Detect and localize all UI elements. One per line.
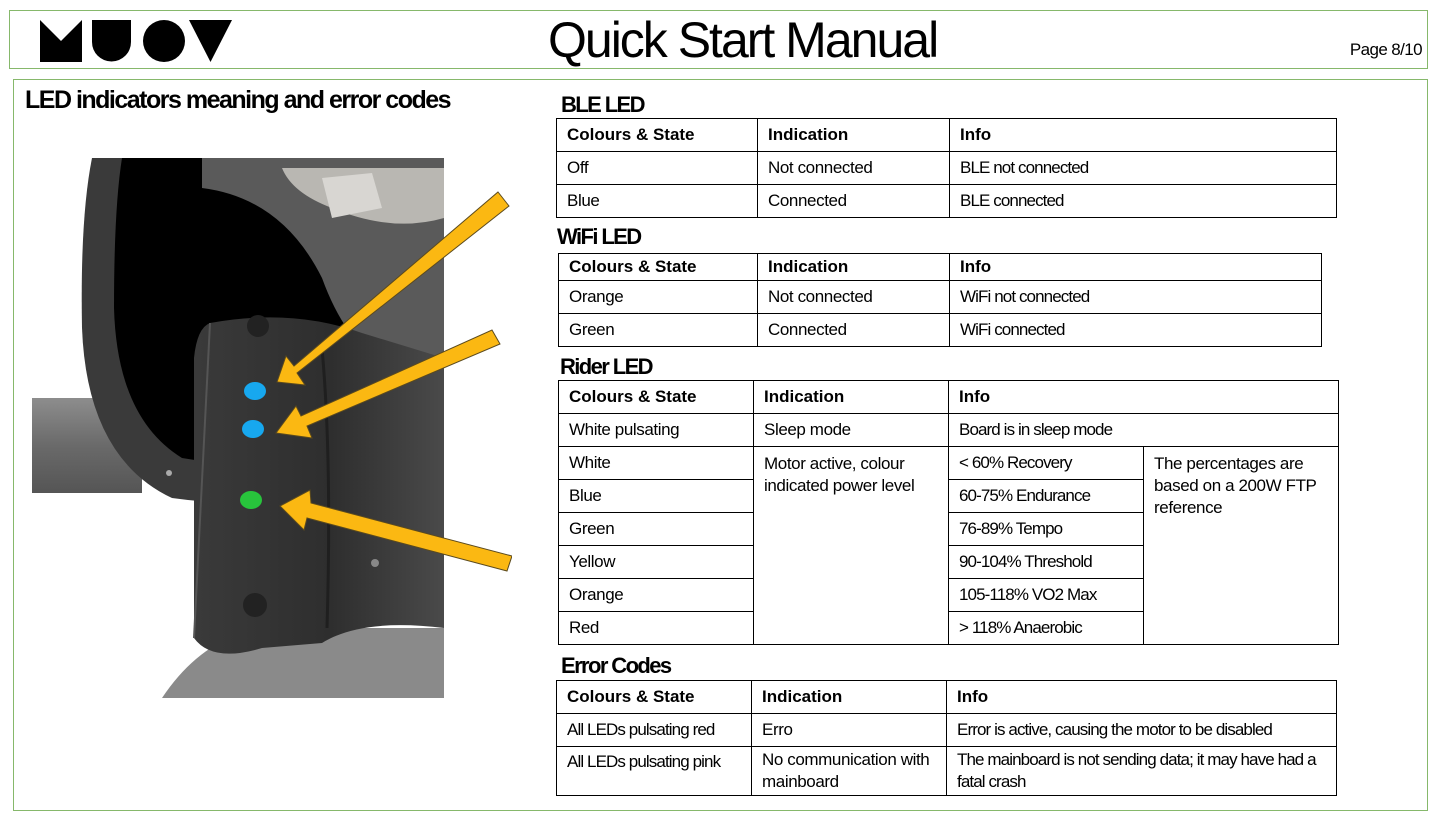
header-frame <box>9 10 1428 69</box>
column-header: Indication <box>757 253 950 281</box>
cell: Red <box>558 611 754 645</box>
wifi-heading: WiFi LED <box>557 224 642 249</box>
device-illustration <box>32 158 512 698</box>
cell: Not connected <box>757 151 950 185</box>
cell: > 118% Anaerobic <box>948 611 1144 645</box>
table-row: Blue Connected BLE connected <box>556 184 1337 218</box>
cell: Connected <box>757 184 950 218</box>
ble-heading: BLE LED <box>561 92 646 117</box>
content-frame <box>13 79 1428 811</box>
cell: Orange <box>558 578 754 612</box>
cell: White <box>558 446 754 480</box>
cell: WiFi not connected <box>949 280 1322 314</box>
cell: Not connected <box>757 280 950 314</box>
cell: WiFi connected <box>949 313 1322 347</box>
column-header: Indication <box>757 118 950 152</box>
column-header: Indication <box>751 680 947 714</box>
cell: Orange <box>558 280 758 314</box>
page-title: Quick Start Manual <box>548 12 939 68</box>
cell: Connected <box>757 313 950 347</box>
table-row: Red > 118% Anaerobic <box>558 611 1339 645</box>
cell: Off <box>556 151 758 185</box>
table-row: Yellow 90-104% Threshold <box>558 545 1339 579</box>
column-header: Info <box>946 680 1337 714</box>
column-header: Indication <box>753 380 949 414</box>
cell: Erro <box>751 713 947 747</box>
table-row: Green Connected WiFi connected <box>558 313 1322 347</box>
cell: All LEDs pulsating red <box>556 713 752 747</box>
column-header: Info <box>948 380 1339 414</box>
column-header: Info <box>949 118 1337 152</box>
cell: Green <box>558 512 754 546</box>
cell: Error is active, causing the motor to be… <box>946 713 1337 747</box>
section-title: LED indicators meaning and error codes <box>25 86 452 114</box>
cell: 76-89% Tempo <box>948 512 1144 546</box>
cell: All LEDs pulsating pink <box>556 746 752 796</box>
ble-table: Colours & State Indication Info Off Not … <box>556 118 1337 218</box>
table-row: Off Not connected BLE not connected <box>556 151 1337 185</box>
column-header: Colours & State <box>558 380 754 414</box>
power-indication-cell: Motor active, colour indicated power lev… <box>753 446 949 645</box>
brand-logo <box>40 20 232 62</box>
column-header: Colours & State <box>556 118 758 152</box>
wifi-table: Colours & State Indication Info Orange N… <box>558 253 1322 347</box>
rider-heading: Rider LED <box>560 354 654 379</box>
cell: BLE not connected <box>949 151 1337 185</box>
table-row: Blue 60-75% Endurance <box>558 479 1339 513</box>
cell: Sleep mode <box>753 413 949 447</box>
errors-table: Colours & State Indication Info All LEDs… <box>556 680 1337 796</box>
page-number: Page 8/10 <box>1349 40 1423 59</box>
cell: BLE connected <box>949 184 1337 218</box>
cell: Blue <box>558 479 754 513</box>
table-row: White Motor active, colour indicated pow… <box>558 446 1339 645</box>
rider-table: Colours & State Indication Info White pu… <box>558 380 1339 645</box>
column-header: Colours & State <box>556 680 752 714</box>
cell: No communication with mainboard <box>751 746 947 796</box>
cell: Yellow <box>558 545 754 579</box>
cell: < 60% Recovery <box>948 446 1144 480</box>
cell: 105-118% VO2 Max <box>948 578 1144 612</box>
cell: White pulsating <box>558 413 754 447</box>
column-header: Colours & State <box>558 253 758 281</box>
errors-heading: Error Codes <box>561 653 672 678</box>
cell: The mainboard is not sending data; it ma… <box>946 746 1337 796</box>
table-row: All LEDs pulsating red Erro Error is act… <box>556 713 1337 747</box>
column-header: Info <box>949 253 1322 281</box>
cell: 60-75% Endurance <box>948 479 1144 513</box>
cell: Green <box>558 313 758 347</box>
table-row: Orange Not connected WiFi not connected <box>558 280 1322 314</box>
cell: Board is in sleep mode <box>948 413 1339 447</box>
table-row: All LEDs pulsating pink No communication… <box>556 746 1337 796</box>
table-row: Orange 105-118% VO2 Max <box>558 578 1339 612</box>
cell: Blue <box>556 184 758 218</box>
power-note-cell: The percentages are based on a 200W FTP … <box>1143 446 1339 645</box>
cell: 90-104% Threshold <box>948 545 1144 579</box>
table-row: White pulsating Sleep mode Board is in s… <box>558 413 1339 447</box>
